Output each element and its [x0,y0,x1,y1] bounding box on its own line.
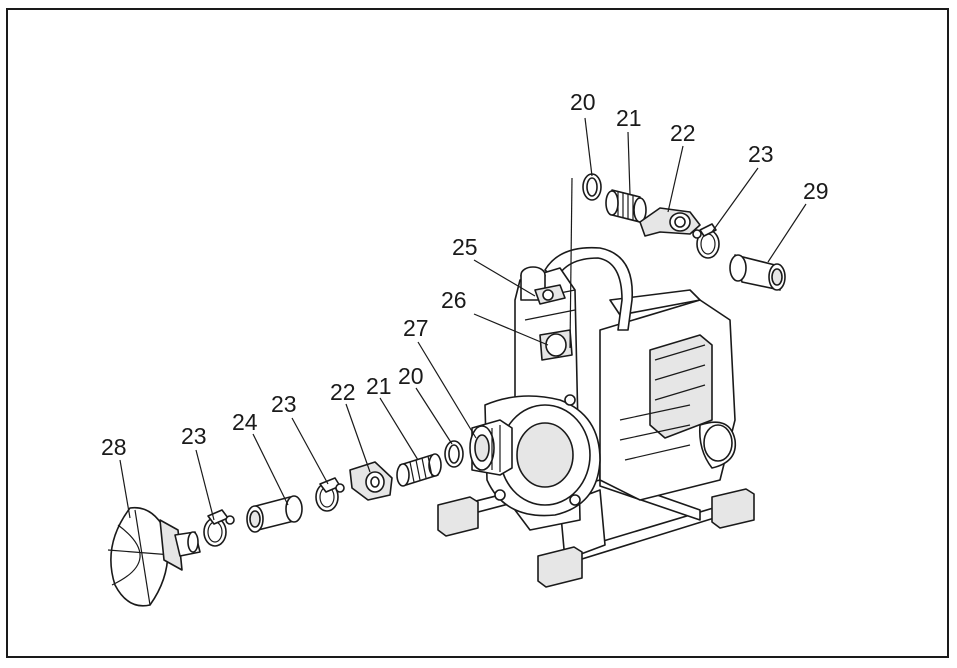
inlet-port [469,419,513,476]
gasket-upper [582,173,602,201]
hose-clamp-upper [692,223,720,259]
callout-22-lower: 22 [330,379,356,405]
pump-housing [484,267,601,531]
hose-29 [729,254,786,291]
hose-24 [246,495,303,533]
hose-clamp-lower-b [203,509,235,547]
threaded-nipple-upper [605,189,647,223]
carry-handle [544,246,633,331]
gasket-lower [444,440,464,468]
pump-stand [437,469,755,588]
diagram-frame [6,8,949,658]
callout-28: 28 [101,434,127,460]
callout-25: 25 [452,234,478,260]
callout-29: 29 [803,178,829,204]
callout-23-lower-a: 23 [271,391,297,417]
callout-20-upper: 20 [570,89,596,115]
callout-22-upper: 22 [670,120,696,146]
strainer-28 [107,506,201,607]
callout-21-upper: 21 [616,105,642,131]
engine-body [599,289,737,501]
callout-27: 27 [403,315,429,341]
callout-20-lower: 20 [398,363,424,389]
callout-23-upper: 23 [748,141,774,167]
callout-labels: 20 21 22 23 29 25 26 27 20 21 22 23 24 2… [101,89,829,460]
union-nut-lower [349,461,393,501]
hose-clamp-lower-a [315,477,345,512]
callout-23-lower-b: 23 [181,423,207,449]
leader-lines [119,117,807,521]
outlet-port [520,266,573,361]
callout-21-lower: 21 [366,373,392,399]
callout-24: 24 [232,409,258,435]
threaded-nipple-lower [396,453,442,487]
callout-26: 26 [441,287,467,313]
union-nut-upper [639,207,701,237]
